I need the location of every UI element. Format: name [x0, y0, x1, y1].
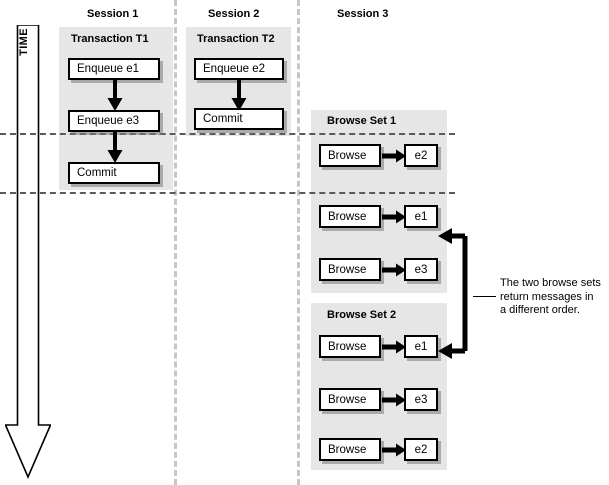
time-marker-2: [0, 192, 455, 194]
session-divider-2: [297, 0, 300, 485]
right-arrow-icon-bs2-1: [382, 339, 407, 355]
browse-set-2-message-box-3[interactable]: e2: [404, 438, 438, 461]
right-arrow-icon-bs2-3: [382, 442, 407, 458]
session1-step-label-3: Commit: [77, 167, 117, 179]
browse-set-1-action-box-1[interactable]: Browse: [319, 144, 381, 167]
time-marker-1: [0, 133, 455, 135]
session1-step-label-1: Enqueue e1: [77, 63, 140, 75]
annotation-text: The two browse sets return messages in a…: [500, 277, 601, 316]
browse-set-1-message-box-2[interactable]: e1: [404, 205, 438, 228]
right-arrow-icon-bs2-2: [382, 392, 407, 408]
browse-set-1-action-label-1: Browse: [328, 149, 367, 162]
browse-set-1-message-label-2: e1: [414, 210, 428, 223]
browse-set-2-action-box-3[interactable]: Browse: [319, 438, 381, 461]
column-header-session-3: Session 3: [337, 8, 389, 20]
browse-set-1-message-box-3[interactable]: e3: [404, 258, 438, 281]
down-arrow-icon-s1-b: [106, 132, 124, 164]
browse-set-2-message-label-3: e2: [414, 443, 428, 456]
session1-step-label-2: Enqueue e3: [77, 115, 140, 127]
session1-step-box-2[interactable]: Enqueue e3: [68, 110, 160, 132]
browse-set-1-message-box-1[interactable]: e2: [404, 144, 438, 167]
column-header-session-1: Session 1: [87, 8, 139, 20]
browse-set-2-action-box-1[interactable]: Browse: [319, 335, 381, 358]
right-arrow-icon-bs1-2: [382, 209, 407, 225]
session2-step-label-2: Commit: [203, 113, 243, 125]
panel-title-browse-set-2: Browse Set 2: [327, 309, 397, 321]
session1-step-box-1[interactable]: Enqueue e1: [68, 58, 160, 80]
down-arrow-icon-s2-a: [230, 80, 248, 112]
annotation-leader-line: [473, 296, 496, 297]
session1-step-box-3[interactable]: Commit: [68, 162, 160, 184]
panel-title-transaction-t1: Transaction T1: [71, 33, 149, 45]
browse-set-2-message-label-1: e1: [414, 340, 428, 353]
session2-step-label-1: Enqueue e2: [203, 63, 266, 75]
browse-set-1-message-label-3: e3: [414, 263, 428, 276]
browse-set-2-action-label-2: Browse: [328, 393, 367, 406]
browse-set-1-action-label-3: Browse: [328, 263, 367, 276]
browse-set-2-message-box-2[interactable]: e3: [404, 388, 438, 411]
browse-set-2-action-box-2[interactable]: Browse: [319, 388, 381, 411]
right-arrow-icon-bs1-3: [382, 262, 407, 278]
browse-set-1-action-box-2[interactable]: Browse: [319, 205, 381, 228]
session-divider-1: [174, 0, 177, 485]
panel-title-transaction-t2: Transaction T2: [197, 33, 275, 45]
session2-step-box-1[interactable]: Enqueue e2: [194, 58, 284, 80]
browse-set-2-message-label-2: e3: [414, 393, 428, 406]
panel-title-browse-set-1: Browse Set 1: [327, 115, 397, 127]
right-arrow-icon-bs1-1: [382, 148, 407, 164]
browse-set-2-action-label-3: Browse: [328, 443, 367, 456]
browse-set-1-action-box-3[interactable]: Browse: [319, 258, 381, 281]
column-header-session-2: Session 2: [208, 8, 260, 20]
session2-step-box-2[interactable]: Commit: [194, 108, 284, 130]
comparison-double-arrow-icon: [438, 226, 474, 361]
browse-set-1-message-label-1: e2: [414, 149, 428, 162]
down-arrow-icon-s1-a: [106, 80, 124, 112]
browse-set-1-action-label-2: Browse: [328, 210, 367, 223]
browse-set-2-message-box-1[interactable]: e1: [404, 335, 438, 358]
time-axis-arrow: [5, 25, 51, 480]
browse-set-2-action-label-1: Browse: [328, 340, 367, 353]
